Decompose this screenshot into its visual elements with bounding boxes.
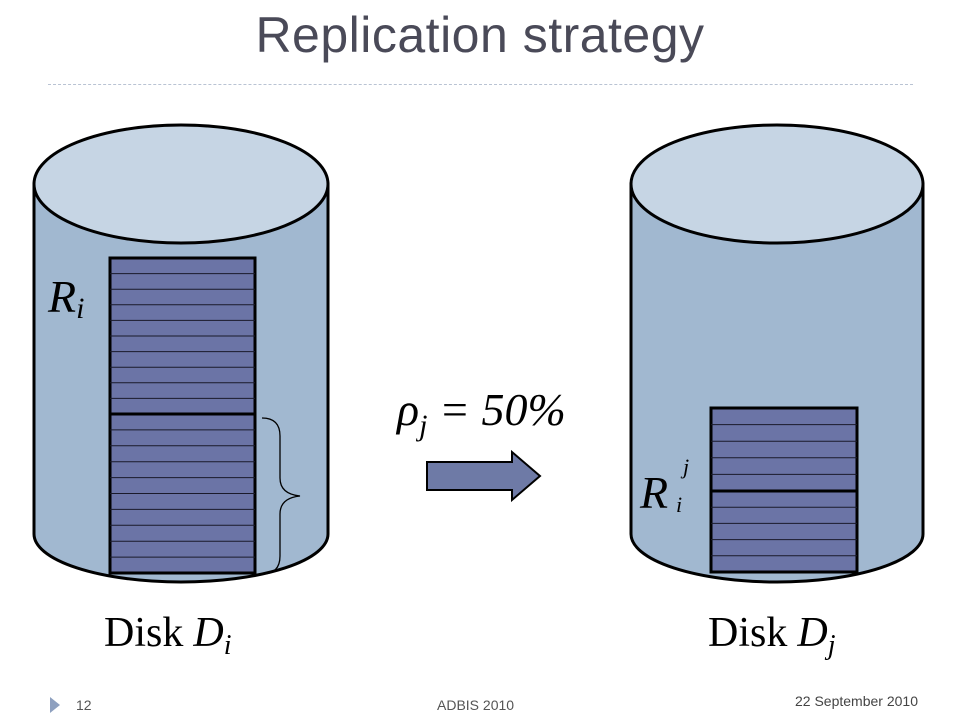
slide-title: Replication strategy (255, 7, 705, 63)
footer-bullet-icon (50, 697, 60, 713)
conference-label: ADBIS 2010 (437, 697, 515, 713)
replica-bottom-half (709, 489, 859, 574)
left-relation-block (108, 256, 257, 575)
replication-arrow (426, 449, 542, 503)
left-relation-label: Ri (47, 271, 84, 325)
replica-relation-block (709, 406, 859, 574)
date-label: 22 September 2010 (795, 693, 918, 709)
title-divider (48, 84, 913, 85)
half-selection-brace (261, 417, 301, 575)
slide-number: 12 (76, 697, 92, 713)
replication-ratio-label: ρj = 50% (395, 384, 566, 442)
replica-top-half (709, 406, 859, 493)
